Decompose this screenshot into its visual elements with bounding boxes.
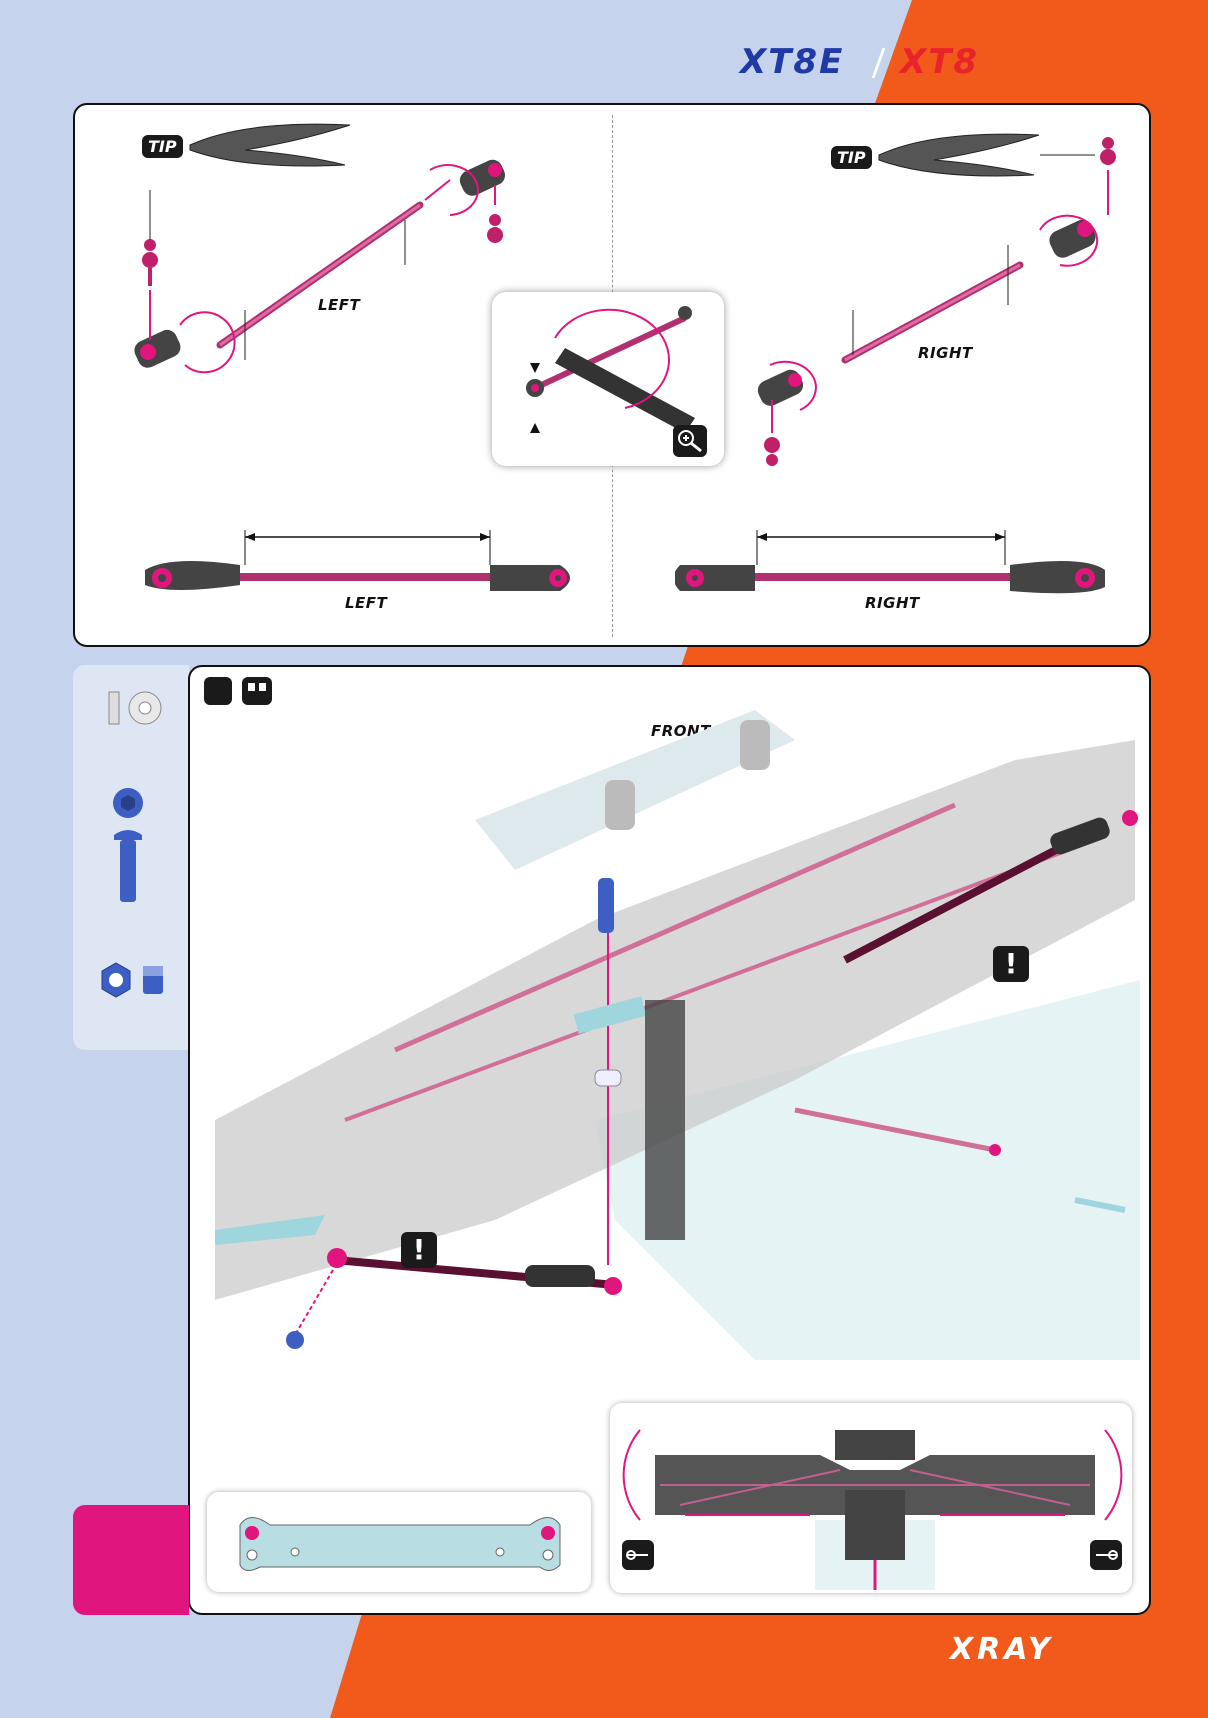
label-left-bottom: LEFT xyxy=(345,594,387,612)
chassis-assembly-diagram xyxy=(195,700,1140,1360)
measure-icon-left xyxy=(622,1540,654,1570)
label-right-bottom: RIGHT xyxy=(865,594,920,612)
brand-xt8: XT8 xyxy=(900,42,979,82)
nylon-nut-icon xyxy=(98,960,168,1000)
warning-icon-right: ! xyxy=(993,946,1029,982)
left-linkage-assembly-diagram xyxy=(120,140,540,400)
left-rod-measurement-diagram xyxy=(140,525,580,605)
right-linkage-assembly-diagram xyxy=(750,135,1130,475)
right-rod-measurement-diagram xyxy=(675,525,1115,605)
measure-icon-right xyxy=(1090,1540,1122,1570)
washer-icon xyxy=(105,688,165,728)
suspension-holder-part xyxy=(230,1505,570,1585)
brand-xt8e: XT8E xyxy=(740,42,844,82)
button-head-screw-icon xyxy=(108,785,148,910)
warning-icon-left: ! xyxy=(401,1232,437,1268)
xray-logo: XRAY xyxy=(950,1632,1054,1667)
label-left-rod: LEFT xyxy=(318,296,360,314)
chassis-top-view-diagram xyxy=(620,1410,1125,1590)
label-right-rod: RIGHT xyxy=(918,344,973,362)
zoom-in-icon xyxy=(673,425,707,457)
pink-page-tab xyxy=(73,1505,189,1615)
